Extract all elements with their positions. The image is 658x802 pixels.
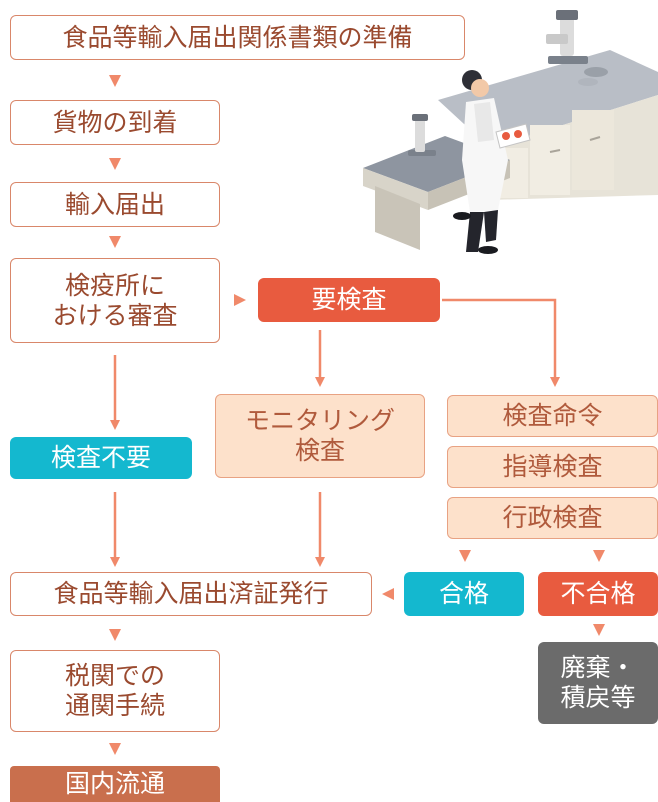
flow-arrow xyxy=(109,236,121,248)
inspection-required-box: 要検査 xyxy=(258,278,440,322)
flow-arrow xyxy=(593,624,605,636)
flow-arrow xyxy=(109,743,121,755)
flow-line xyxy=(442,298,560,387)
flow-arrow xyxy=(109,75,121,87)
quarantine-review-box: 検疫所に おける審査 xyxy=(10,258,220,343)
certificate-box: 食品等輸入届出済証発行 xyxy=(10,572,372,616)
scientist-figure xyxy=(453,70,531,254)
small-microscope-icon xyxy=(408,114,436,156)
flow-arrow xyxy=(109,158,121,170)
flow-arrow xyxy=(593,550,605,562)
flow-arrow xyxy=(234,294,246,306)
order-inspection-box: 検査命令 xyxy=(447,395,658,437)
arrival-box: 貨物の到着 xyxy=(10,100,220,145)
flow-arrow xyxy=(382,588,394,600)
notification-box: 輸入届出 xyxy=(10,182,220,227)
guidance-inspection-box: 指導検査 xyxy=(447,446,658,488)
no-inspection-box: 検査不要 xyxy=(10,437,192,479)
domestic-distribution-box: 国内流通 xyxy=(10,766,220,802)
pass-box: 合格 xyxy=(404,572,524,616)
flow-arrow xyxy=(459,550,471,562)
microscope-icon xyxy=(546,10,588,64)
disposal-box: 廃棄・ 積戻等 xyxy=(538,642,658,724)
petri-dish-icon xyxy=(578,67,608,86)
fail-box: 不合格 xyxy=(538,572,658,616)
monitoring-inspection-box: モニタリング 検査 xyxy=(215,394,425,478)
flow-arrow xyxy=(109,629,121,641)
admin-inspection-box: 行政検査 xyxy=(447,497,658,539)
customs-procedure-box: 税関での 通関手続 xyxy=(10,650,220,732)
prep-box: 食品等輸入届出関係書類の準備 xyxy=(10,15,465,60)
